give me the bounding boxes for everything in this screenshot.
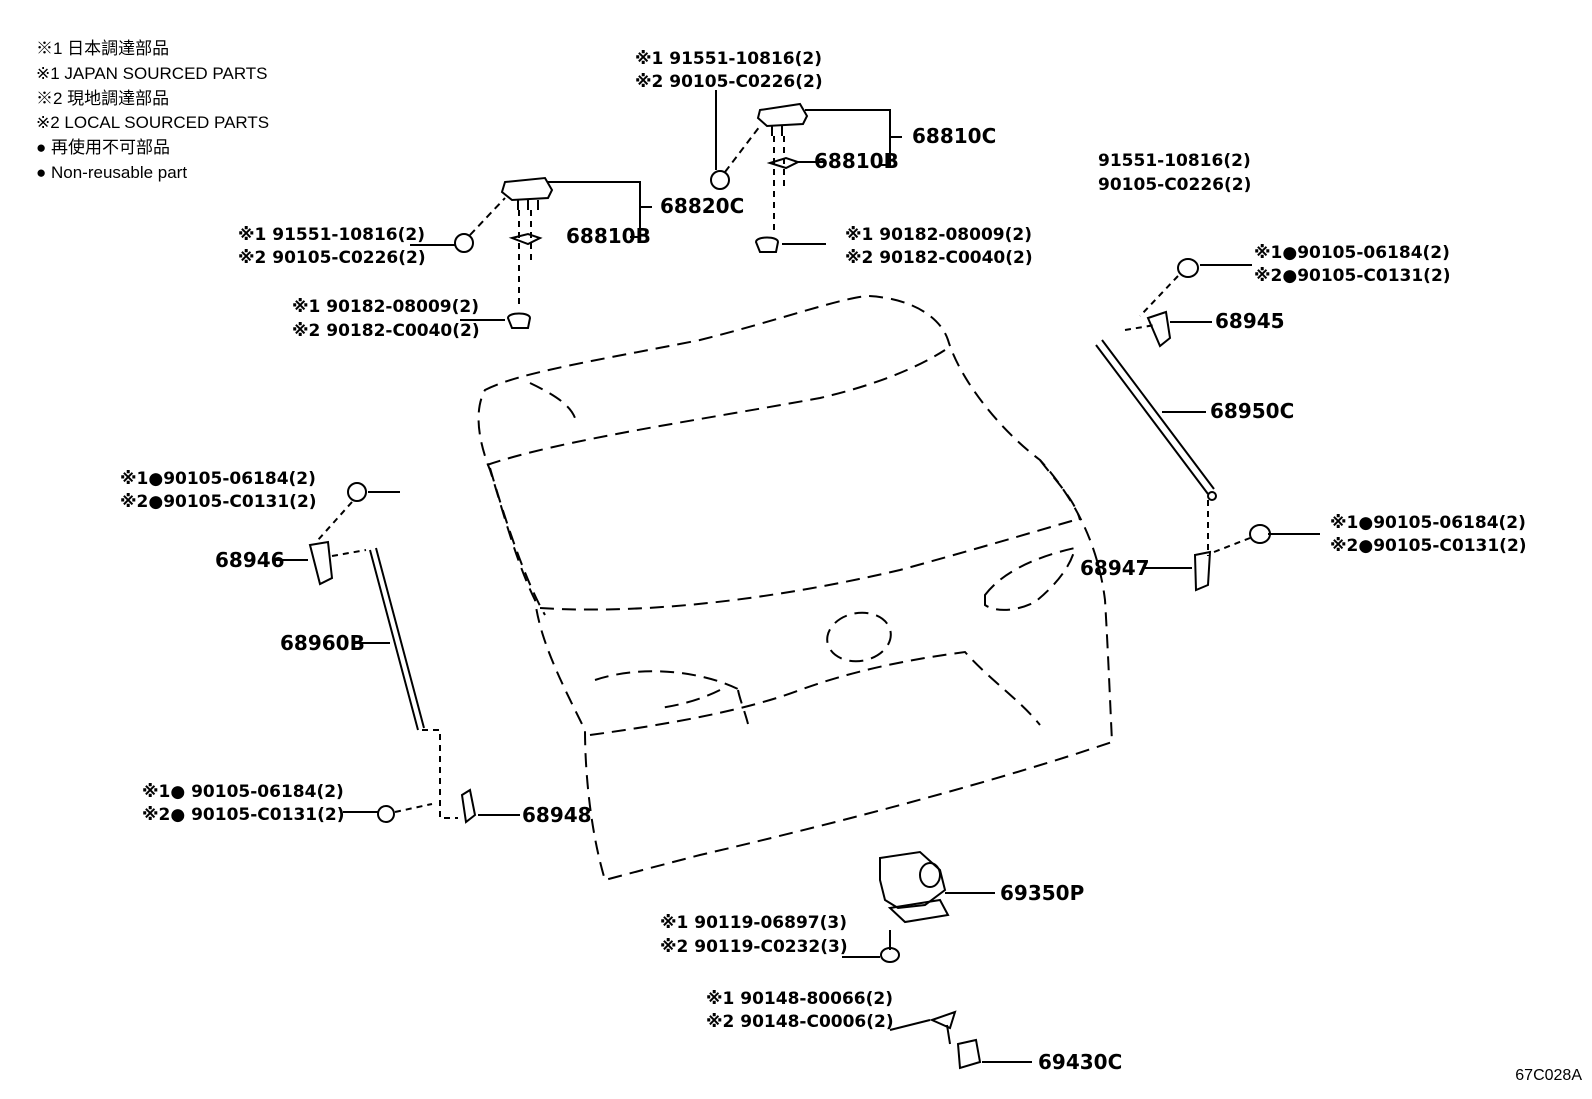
part-68810B-top: 68810B — [814, 149, 899, 173]
callout-68947-2: ※2●90105-C0131(2) — [1330, 536, 1527, 556]
handle-screw — [889, 1010, 1032, 1070]
strut-right-upper — [1095, 258, 1320, 592]
back-door-lock — [842, 850, 995, 963]
part-68950C: 68950C — [1210, 399, 1294, 423]
part-68960B: 68960B — [280, 631, 365, 655]
callout-lock-1: ※1 90119-06897(3) — [660, 913, 847, 933]
callout-left-b1: ※1 90182-08009(2) — [292, 297, 479, 317]
spoiler-bracket-left — [410, 176, 652, 329]
callout-68946-1: ※1●90105-06184(2) — [120, 469, 316, 489]
part-68947: 68947 — [1080, 556, 1150, 580]
legend-line-2: ※1 JAPAN SOURCED PARTS — [36, 63, 268, 83]
callout-68946-2: ※2●90105-C0131(2) — [120, 492, 317, 512]
callout-68948-1: ※1● 90105-06184(2) — [142, 782, 344, 802]
callout-right-plain-2: 90105-C0226(2) — [1098, 175, 1251, 195]
legend-line-3: ※2 現地調達部品 — [36, 88, 170, 108]
callout-68945-2: ※2●90105-C0131(2) — [1254, 266, 1451, 286]
callout-right-plain-1: 91551-10816(2) — [1098, 151, 1251, 171]
callout-screw-1: ※1 90148-80066(2) — [706, 989, 893, 1009]
illustration-code: 67C028A — [1515, 1067, 1582, 1084]
callout-left-b2: ※2 90182-C0040(2) — [292, 321, 480, 341]
part-68948: 68948 — [522, 803, 592, 827]
callout-top-b2: ※2 90182-C0040(2) — [845, 248, 1033, 268]
part-68946: 68946 — [215, 548, 285, 572]
callout-screw-2: ※2 90148-C0006(2) — [706, 1012, 894, 1032]
part-69430C: 69430C — [1038, 1050, 1122, 1074]
part-68945: 68945 — [1215, 309, 1285, 333]
legend-line-4: ※2 LOCAL SOURCED PARTS — [36, 113, 270, 133]
legend-line-1: ※1 日本調達部品 — [36, 39, 170, 58]
part-68810C: 68810C — [912, 124, 996, 148]
legend-line-6: ● Non-reusable part — [36, 162, 188, 182]
spoiler-bracket-top — [710, 90, 902, 253]
callout-68945-1: ※1●90105-06184(2) — [1254, 243, 1450, 263]
back-door-panel — [477, 294, 1114, 882]
callout-lock-2: ※2 90119-C0232(3) — [660, 937, 848, 957]
legend: ※1 日本調達部品 ※1 JAPAN SOURCED PARTS ※2 現地調達… — [36, 37, 269, 186]
callout-top-a2: ※2 90105-C0226(2) — [635, 72, 823, 92]
part-68820C: 68820C — [660, 194, 744, 218]
strut-left — [275, 482, 520, 824]
callout-68948-2: ※2● 90105-C0131(2) — [142, 805, 344, 825]
callout-left-a1: ※1 91551-10816(2) — [238, 225, 425, 245]
part-69350P: 69350P — [1000, 881, 1084, 905]
legend-line-5: ● 再使用不可部品 — [36, 138, 170, 158]
callout-left-a2: ※2 90105-C0226(2) — [238, 248, 426, 268]
callout-top-b1: ※1 90182-08009(2) — [845, 225, 1032, 245]
callout-top-a1: ※1 91551-10816(2) — [635, 49, 822, 69]
part-68810B-left: 68810B — [566, 224, 651, 248]
callout-68947-1: ※1●90105-06184(2) — [1330, 513, 1526, 533]
